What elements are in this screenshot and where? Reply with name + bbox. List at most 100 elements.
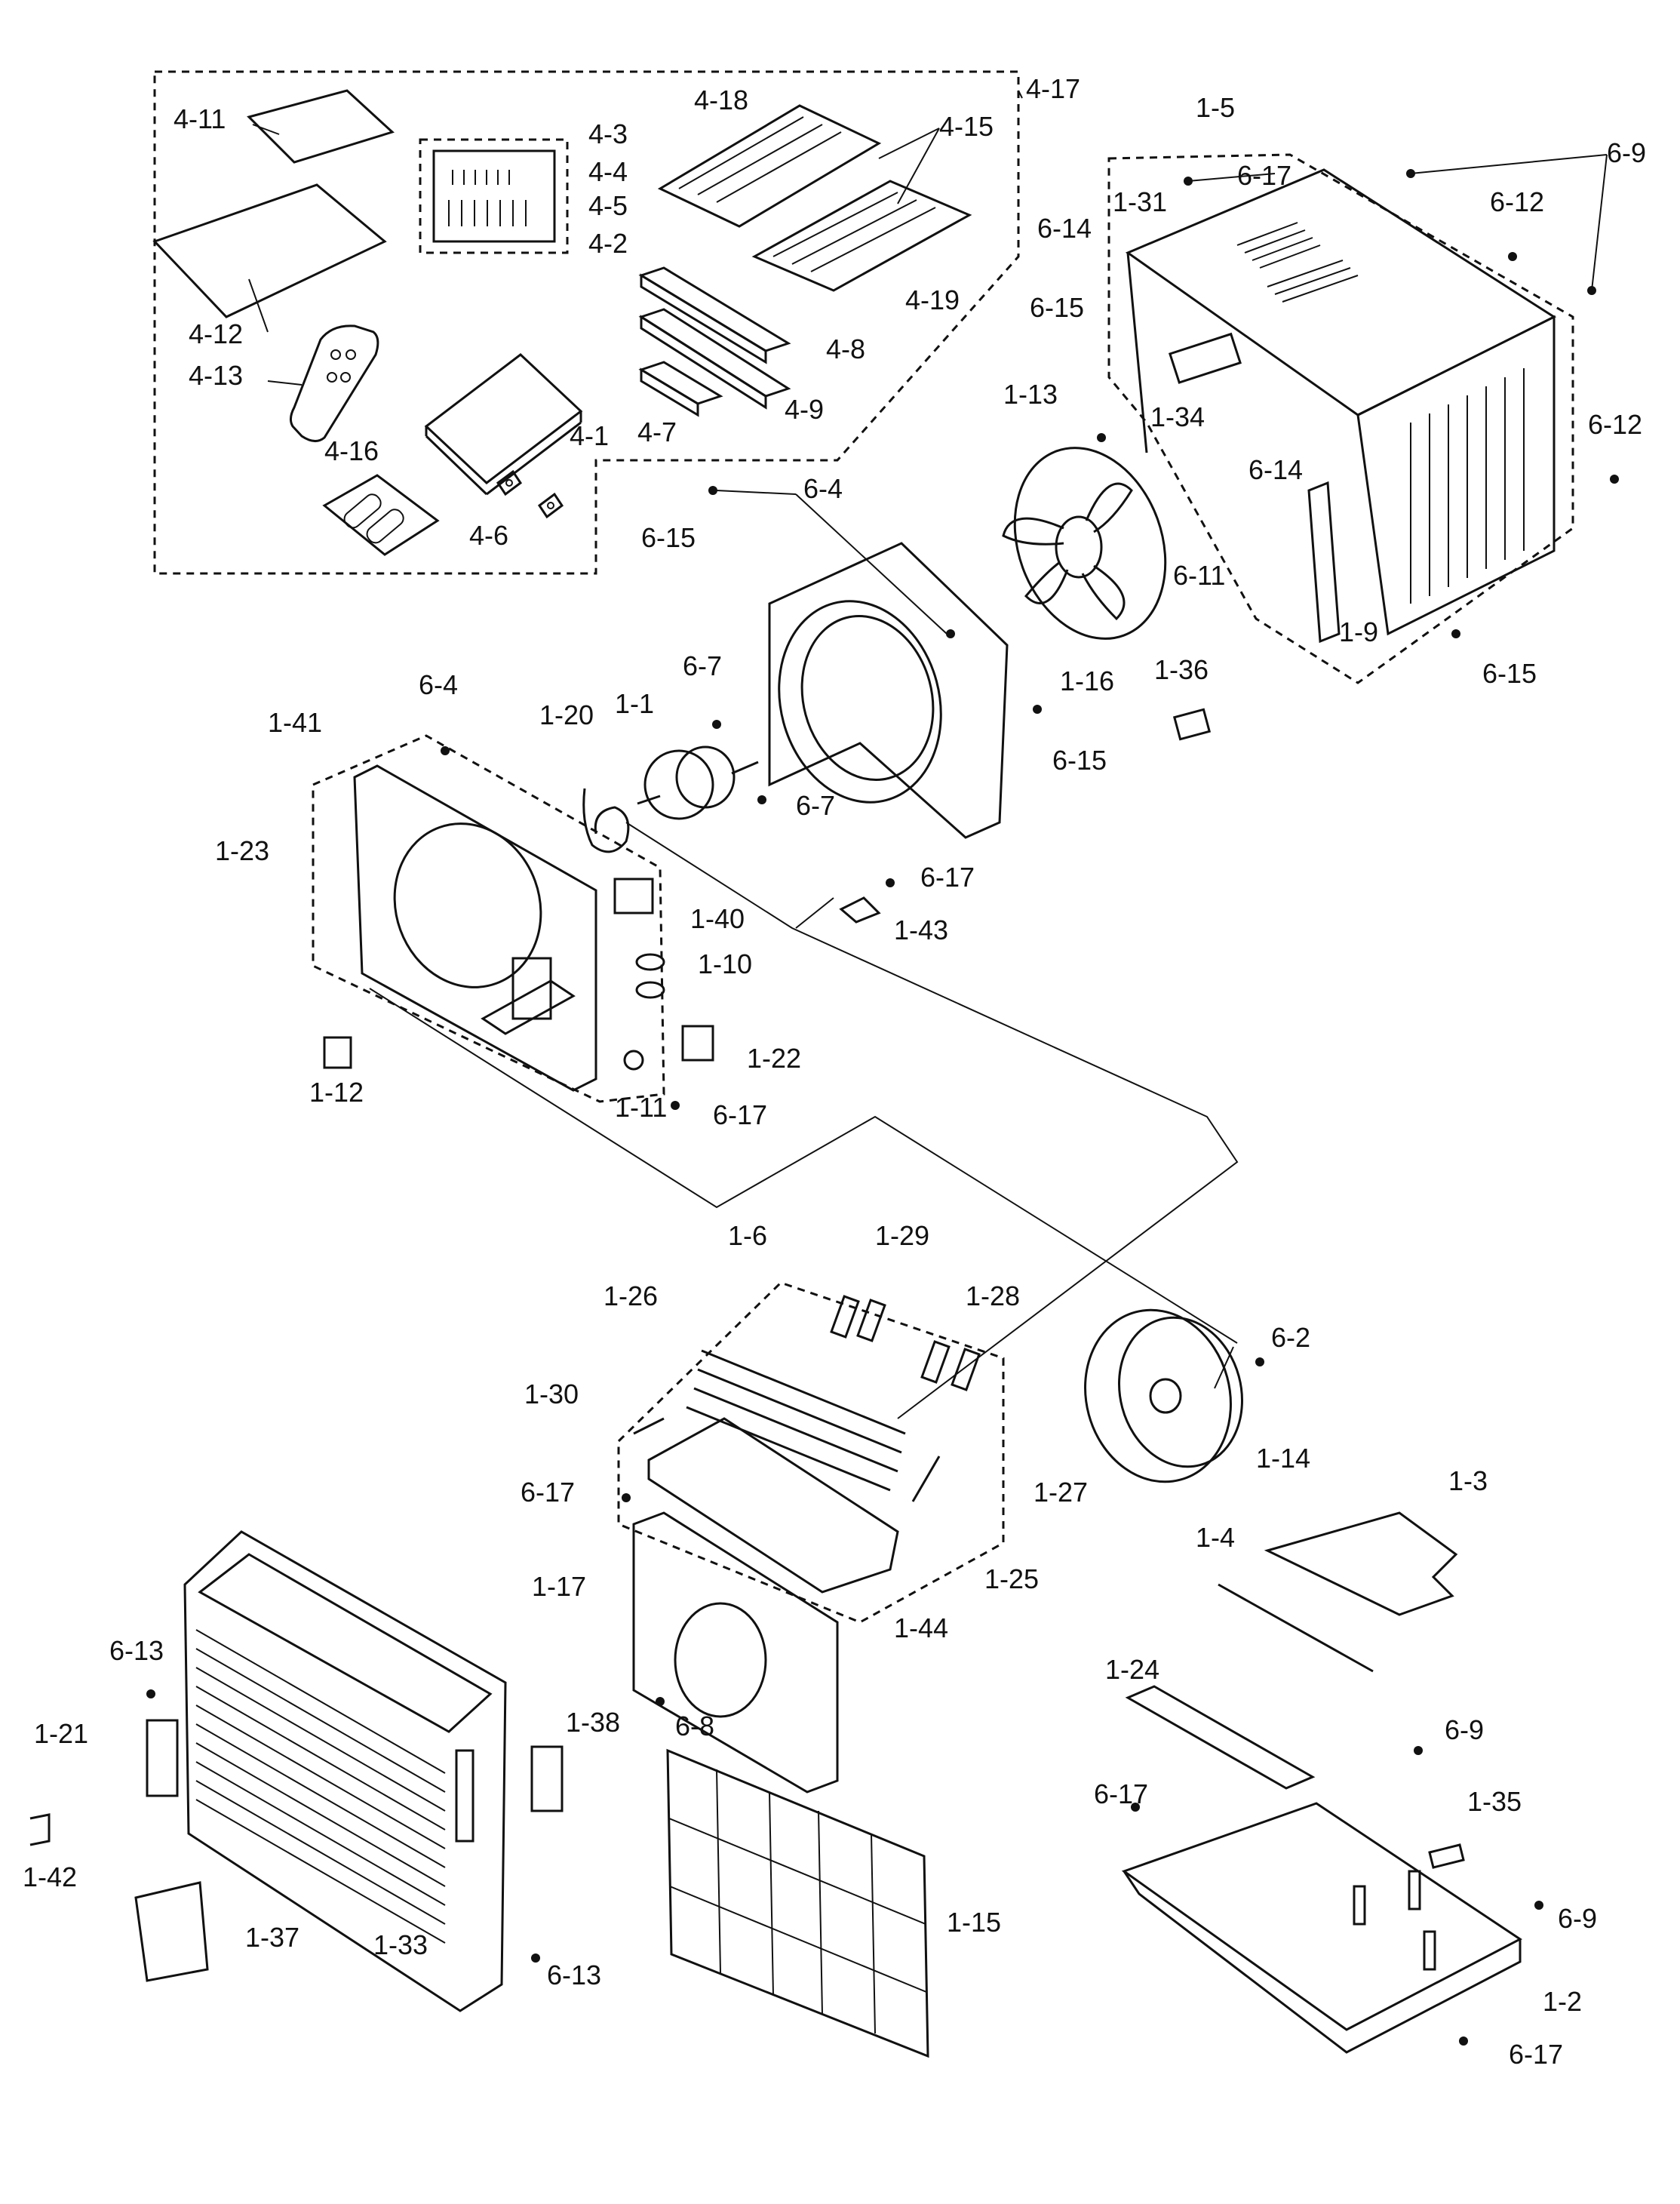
part-4-11-sheet <box>247 89 395 164</box>
part-4-18-window-panel <box>657 104 882 228</box>
part-1-30-rod <box>633 1417 665 1435</box>
label-1-11: 1-11 <box>615 1092 667 1123</box>
label-1-6: 1-6 <box>728 1220 767 1251</box>
label-6-4-top: 6-4 <box>803 473 843 504</box>
label-6-15-right: 6-15 <box>1482 658 1537 689</box>
label-6-17-base: 6-17 <box>1094 1778 1148 1809</box>
label-6-9-base: 6-9 <box>1445 1714 1484 1745</box>
screws <box>146 169 1619 2046</box>
label-1-9: 1-9 <box>1339 616 1378 647</box>
part-1-11-knob <box>623 1050 644 1071</box>
label-1-23: 1-23 <box>215 835 269 866</box>
label-1-41: 1-41 <box>268 707 322 738</box>
partition-assembly-outline <box>312 734 665 1103</box>
part-1-13-condenser-fan <box>1002 447 1167 640</box>
label-6-12-right: 6-12 <box>1588 409 1642 440</box>
part-4-19-window-panel <box>751 180 972 292</box>
part-1-17-inner-panel <box>632 1511 839 1794</box>
label-1-16: 1-16 <box>1060 666 1114 696</box>
label-6-17-mid: 6-17 <box>920 862 975 893</box>
part-1-40-capacitor <box>613 878 654 914</box>
label-6-14-top: 6-14 <box>1037 213 1092 244</box>
part-1-42-tube <box>29 1813 51 1846</box>
part-4-6-brackets <box>496 469 564 519</box>
label-4-4: 4-4 <box>588 156 628 187</box>
part-4-7-foam-strip <box>638 361 723 417</box>
label-4-8: 4-8 <box>826 334 865 364</box>
label-1-4: 1-4 <box>1196 1522 1235 1553</box>
label-1-25: 1-25 <box>984 1563 1039 1594</box>
label-4-7: 4-7 <box>637 417 677 447</box>
label-4-3: 4-3 <box>588 118 628 149</box>
part-1-44-drain-pan <box>647 1417 899 1594</box>
label-6-12-top: 6-12 <box>1490 186 1544 217</box>
label-1-22: 1-22 <box>747 1043 801 1074</box>
label-1-35: 1-35 <box>1467 1786 1522 1817</box>
part-1-29-brackets <box>830 1295 951 1384</box>
label-1-28: 1-28 <box>966 1280 1020 1311</box>
label-6-15-shroud: 6-15 <box>1052 745 1107 776</box>
part-4-8-foam-strip <box>638 266 791 364</box>
label-1-21: 1-21 <box>34 1718 88 1749</box>
part-1-33-front-grille <box>183 1530 507 2012</box>
part-4-12-sheet <box>152 183 387 318</box>
label-6-15-top: 6-15 <box>1030 292 1084 323</box>
part-1-38-plate <box>530 1745 564 1812</box>
part-1-24-bracket <box>1125 1685 1316 1790</box>
label-1-14: 1-14 <box>1256 1443 1310 1474</box>
label-1-31: 1-31 <box>1113 186 1167 217</box>
part-4-2-screw-pack <box>419 138 569 254</box>
label-1-17: 1-17 <box>532 1571 586 1602</box>
label-1-30: 1-30 <box>524 1379 579 1409</box>
part-1-9-insulation <box>1307 481 1341 644</box>
leader-lines <box>248 90 1608 1389</box>
label-1-34: 1-34 <box>1150 401 1205 432</box>
part-1-37-plate <box>134 1881 209 1982</box>
shaft-line <box>625 822 1239 1419</box>
label-6-7-bottom: 6-7 <box>796 790 835 821</box>
label-1-37: 1-37 <box>245 1922 299 1953</box>
part-1-23-partition <box>353 764 597 1092</box>
part-1-5-outer-cabinet <box>1125 168 1557 636</box>
label-4-9: 4-9 <box>785 394 824 425</box>
label-6-11: 6-11 <box>1173 560 1225 591</box>
part-1-22-control-box <box>681 1025 714 1062</box>
part-1-3-cover-plate <box>1264 1511 1458 1616</box>
label-1-36: 1-36 <box>1154 654 1209 685</box>
label-4-17: 4-17 <box>1026 73 1080 104</box>
part-1-4-rail <box>1218 1583 1374 1673</box>
label-1-1: 1-1 <box>615 688 654 719</box>
label-6-13-right: 6-13 <box>547 1960 601 1990</box>
part-4-13-remote-control <box>289 324 379 442</box>
label-4-6: 4-6 <box>469 520 508 551</box>
label-4-15: 4-15 <box>939 111 994 142</box>
part-1-1-fan-motor <box>637 745 759 820</box>
accessory-kit-outline <box>153 70 1020 575</box>
label-1-26: 1-26 <box>604 1280 658 1311</box>
label-4-18: 4-18 <box>694 85 748 115</box>
label-1-40: 1-40 <box>690 903 745 934</box>
label-1-15: 1-15 <box>947 1907 1001 1938</box>
part-1-12-plate <box>323 1036 352 1069</box>
label-6-14-mid: 6-14 <box>1248 454 1303 485</box>
evaporator-assembly-outline <box>617 1281 1005 1624</box>
label-4-13: 4-13 <box>189 360 243 391</box>
part-1-43-clip <box>839 896 881 924</box>
label-1-29: 1-29 <box>875 1220 929 1251</box>
label-1-42: 1-42 <box>23 1861 77 1892</box>
label-1-44: 1-44 <box>894 1612 948 1643</box>
outline-link <box>369 988 1238 1344</box>
label-1-33: 1-33 <box>373 1929 428 1960</box>
part-1-36-label <box>1172 708 1212 741</box>
label-1-27: 1-27 <box>1033 1477 1088 1508</box>
label-4-11: 4-11 <box>174 103 226 134</box>
part-1-35-label <box>1428 1843 1465 1869</box>
label-1-20: 1-20 <box>539 699 594 730</box>
part-1-25-rod <box>911 1456 941 1502</box>
part-4-9-foam-strip <box>638 308 791 410</box>
label-4-12: 4-12 <box>189 318 243 349</box>
label-1-3: 1-3 <box>1448 1465 1488 1496</box>
part-1-14-blower-wheel <box>1084 1308 1243 1483</box>
label-6-13-left: 6-13 <box>109 1635 164 1666</box>
label-1-24: 1-24 <box>1105 1654 1159 1685</box>
